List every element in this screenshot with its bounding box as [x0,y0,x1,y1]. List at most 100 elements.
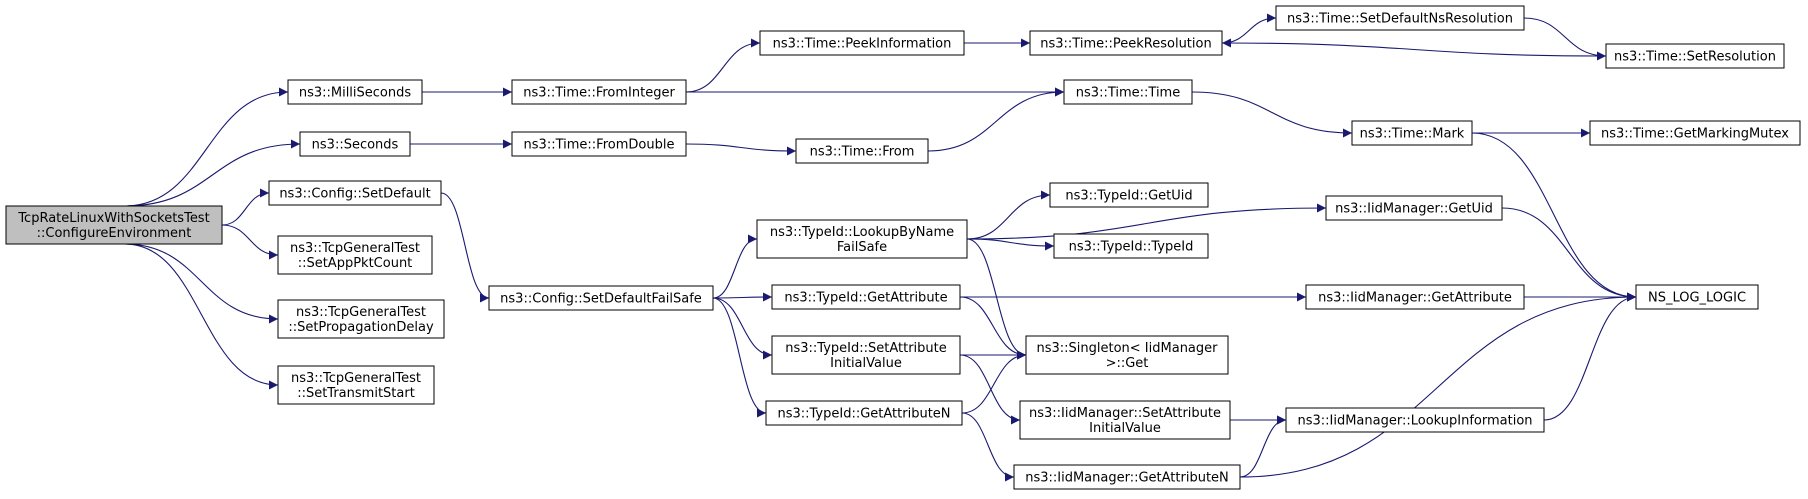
node-label-line: ::SetAppPktCount [298,256,413,271]
node-root[interactable]: TcpRateLinuxWithSocketsTest::ConfigureEn… [5,205,223,245]
node-igan[interactable]: ns3::IidManager::GetAttributeN [1013,464,1241,490]
node-label-line: ns3::IidManager::GetAttribute [1318,291,1512,306]
edge-root-to-cfgdef [221,188,270,226]
node-cfgdfs[interactable]: ns3::Config::SetDefaultFailSafe [488,285,714,311]
edge-line [966,203,1327,240]
node-label-line: ns3::Seconds [312,138,399,153]
edge-line [712,234,758,299]
node-box [299,131,411,157]
node-singleton[interactable]: ns3::Singleton< IidManager>::Get [1025,335,1229,375]
edge-root-to-spd [124,243,279,324]
node-peekres[interactable]: ns3::Time::PeekResolution [1029,30,1223,56]
node-ms[interactable]: ns3::MilliSeconds [287,79,423,105]
edge-line [124,243,279,324]
node-sec[interactable]: ns3::Seconds [299,131,411,157]
edge-line [221,224,279,260]
edge-line [1221,13,1277,44]
edge-line [685,143,797,156]
edge-lbn-to-igetuid [966,203,1327,240]
node-peekinfo[interactable]: ns3::Time::PeekInformation [759,30,965,56]
node-ttypeid[interactable]: ns3::TypeId::TypeId [1053,233,1209,259]
node-label-line: ns3::Time::From [810,145,915,160]
node-label-line: ns3::IidManager::LookupInformation [1297,414,1532,429]
edge-cfgdef-to-cfgdfs [440,192,490,303]
node-label-line: ns3::TcpGeneralTest [290,241,420,256]
node-label-line: >::Get [1106,356,1149,371]
node-apc[interactable]: ns3::TcpGeneralTest::SetAppPktCount [277,235,433,275]
node-box [795,138,929,164]
edge-tgan-to-singleton [961,350,1027,414]
node-label-line: ns3::Time::GetMarkingMutex [1601,127,1789,142]
node-label-line: ns3::Time::PeekResolution [1040,37,1211,52]
node-tgan[interactable]: ns3::TypeId::GetAttributeN [765,400,963,426]
node-label-line: ns3::Time::FromDouble [524,138,675,153]
node-igetuid[interactable]: ns3::IidManager::GetUid [1325,195,1503,221]
node-cfgdef[interactable]: ns3::Config::SetDefault [268,180,442,206]
node-box [1589,120,1801,146]
node-box [5,205,223,245]
node-ili[interactable]: ns3::IidManager::LookupInformation [1285,407,1545,433]
node-box [1605,43,1785,69]
node-label-line: TcpRateLinuxWithSocketsTest [17,211,209,226]
node-label-line: ns3::TypeId::TypeId [1069,240,1194,255]
edge-setres-to-peekres [1221,38,1607,57]
nodes-layer: TcpRateLinuxWithSocketsTest::ConfigureEn… [5,5,1801,490]
node-spd[interactable]: ns3::TcpGeneralTest::SetPropagationDelay [277,299,445,339]
node-label-line: ns3::Time::PeekInformation [773,37,952,52]
node-tgetuid[interactable]: ns3::TypeId::GetUid [1049,182,1209,208]
node-mark[interactable]: ns3::Time::Mark [1351,120,1473,146]
node-label-line: ns3::Time::SetDefaultNsResolution [1287,12,1513,27]
node-label-line: ns3::Singleton< IidManager [1036,341,1218,356]
node-from[interactable]: ns3::Time::From [795,138,929,164]
node-box [488,285,714,311]
node-box [1049,182,1209,208]
edge-mark-to-nslog [1471,132,1637,302]
edge-line [961,412,1015,482]
node-box [511,79,687,105]
node-nslog[interactable]: NS_LOG_LOGIC [1635,284,1759,310]
edge-tga-to-singleton [959,296,1027,360]
node-label-line: ::SetTransmitStart [297,386,415,401]
edge-igan-to-nslog [1239,292,1637,478]
node-sts[interactable]: ns3::TcpGeneralTest::SetTransmitStart [277,365,435,405]
edge-line [1501,207,1637,302]
node-iga[interactable]: ns3::IidManager::GetAttribute [1305,284,1525,310]
node-box [1013,464,1241,490]
edge-line [1239,415,1287,478]
node-sdnr[interactable]: ns3::Time::SetDefaultNsResolution [1275,5,1525,31]
node-fromint[interactable]: ns3::Time::FromInteger [511,79,687,105]
edge-line [1471,132,1637,302]
edge-fromint-to-peekinfo [685,38,761,93]
edge-igan-to-ili [1239,415,1287,478]
node-label-line: ns3::MilliSeconds [299,86,412,101]
edge-line [1221,38,1607,57]
node-box [1351,120,1473,146]
edge-ili-to-nslog [1543,292,1637,421]
node-box [1053,233,1209,259]
edge-line [1191,91,1353,138]
node-box [511,131,687,157]
edge-lbn-to-tgetuid [966,190,1051,240]
node-box [771,335,961,375]
node-box [771,284,961,310]
node-time[interactable]: ns3::Time::Time [1063,79,1193,105]
node-box [287,79,423,105]
edge-line [966,238,1055,251]
node-box [765,400,963,426]
node-isaiv[interactable]: ns3::IidManager::SetAttributeInitialValu… [1019,400,1231,440]
node-setres[interactable]: ns3::Time::SetResolution [1605,43,1785,69]
edge-igetuid-to-nslog [1501,207,1637,302]
node-box [1285,407,1545,433]
edge-cfgdfs-to-tga [712,292,773,302]
node-gmm[interactable]: ns3::Time::GetMarkingMutex [1589,120,1801,146]
edge-root-to-sts [124,243,279,390]
node-fromdbl[interactable]: ns3::Time::FromDouble [511,131,687,157]
edge-fromdbl-to-from [685,143,797,156]
node-tga[interactable]: ns3::TypeId::GetAttribute [771,284,961,310]
node-box [1025,335,1229,375]
node-label-line: ns3::Time::Time [1076,86,1180,101]
edge-sdnr-to-setres [1523,17,1607,61]
